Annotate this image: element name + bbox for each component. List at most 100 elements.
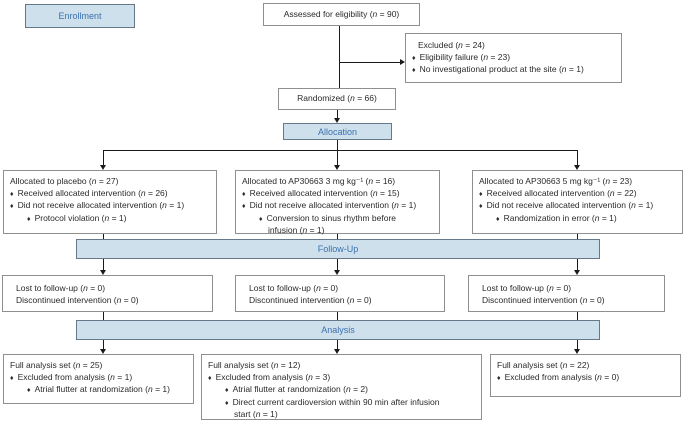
analysis-item: ♦Excluded from analysis (n = 0)	[497, 371, 620, 382]
allocation-label-text: Allocation	[317, 126, 358, 137]
arrow-down-icon	[574, 270, 580, 275]
enrollment-label-text: Enrollment	[58, 11, 102, 21]
assessed-box: Assessed for eligibility (n = 90)	[263, 3, 420, 26]
assessed-text: Assessed for eligibility (n = 90)	[283, 8, 400, 19]
analysis-box-placebo: Full analysis set (n = 25) ♦Excluded fro…	[3, 354, 194, 404]
analysis-subitem: ♦Direct current cardioversion within 90 …	[225, 396, 440, 407]
analysis-box-ap30663-5mg: Full analysis set (n = 22) ♦Excluded fro…	[490, 354, 681, 397]
followup-line: Discontinued intervention (n = 0)	[16, 294, 139, 305]
bullet-icon: ♦	[412, 67, 416, 74]
analysis-stage-band: Analysis	[76, 320, 600, 340]
alloc-title: Allocated to AP30663 3 mg kg⁻¹ (n = 16)	[242, 176, 396, 186]
bullet-icon: ♦	[27, 215, 31, 223]
followup-line: Discontinued intervention (n = 0)	[249, 294, 372, 305]
connector-branch-mid	[337, 150, 338, 165]
followup-stage-band: Follow-Up	[76, 239, 600, 259]
analysis-title: Full analysis set (n = 25)	[10, 360, 103, 370]
connector-branch-left	[103, 150, 104, 165]
bullet-icon: ♦	[496, 215, 500, 223]
alloc-subitem-cont: infusion (n = 1)	[268, 225, 325, 235]
followup-line: Discontinued intervention (n = 0)	[482, 294, 605, 305]
connector-fubox-anband-left	[103, 312, 104, 321]
analysis-label-text: Analysis	[321, 325, 355, 335]
arrow-down-icon	[100, 349, 106, 354]
analysis-subitem: ♦Atrial flutter at randomization (n = 1)	[27, 384, 170, 394]
followup-box-ap30663-3mg: Lost to follow-up (n = 0) Discontinued i…	[235, 275, 445, 312]
bullet-icon: ♦	[27, 387, 31, 394]
followup-line: Lost to follow-up (n = 0)	[482, 283, 572, 293]
connector-fubox-anband-right	[577, 312, 578, 321]
allocation-box-placebo: Allocated to placebo (n = 27) ♦Received …	[3, 170, 217, 234]
arrow-down-icon	[334, 118, 340, 123]
arrow-down-icon	[334, 270, 340, 275]
excluded-box: Excluded (n = 24) ♦Eligibility failure (…	[405, 33, 622, 83]
bullet-icon: ♦	[242, 190, 246, 198]
arrow-down-icon	[100, 165, 106, 170]
connector-fubox-anband-mid	[337, 312, 338, 321]
alloc-subitem: ♦Protocol violation (n = 1)	[27, 212, 127, 223]
alloc-item: ♦Received allocated intervention (n = 15…	[242, 187, 400, 198]
analysis-subitem-cont: start (n = 1)	[234, 409, 278, 419]
followup-box-placebo: Lost to follow-up (n = 0) Discontinued i…	[2, 275, 213, 312]
bullet-icon: ♦	[479, 190, 483, 198]
connector-randomized-allocation	[337, 110, 338, 119]
excluded-item: ♦No investigational product at the site …	[412, 64, 584, 74]
arrow-down-icon	[334, 165, 340, 170]
connector-fuband-fubox-left	[103, 259, 104, 270]
connector-branch-right	[577, 150, 578, 165]
alloc-title: Allocated to AP30663 5 mg kg⁻¹ (n = 23)	[479, 176, 633, 186]
connector-fuband-fubox-right	[577, 259, 578, 270]
bullet-icon: ♦	[242, 203, 246, 210]
bullet-icon: ♦	[497, 374, 501, 382]
randomized-text: Randomized (n = 66)	[297, 93, 377, 104]
followup-line: Lost to follow-up (n = 0)	[249, 283, 339, 293]
bullet-icon: ♦	[225, 387, 229, 394]
followup-box-ap30663-5mg: Lost to follow-up (n = 0) Discontinued i…	[468, 275, 665, 312]
analysis-box-ap30663-3mg: Full analysis set (n = 12) ♦Excluded fro…	[201, 354, 482, 420]
arrow-right-icon	[400, 59, 405, 65]
analysis-item: ♦Excluded from analysis (n = 1)	[10, 371, 133, 382]
arrow-down-icon	[334, 349, 340, 354]
bullet-icon: ♦	[10, 374, 14, 382]
arrow-down-icon	[100, 270, 106, 275]
alloc-item: ♦Received allocated intervention (n = 26…	[10, 187, 168, 198]
arrow-down-icon	[574, 349, 580, 354]
arrow-down-icon	[574, 165, 580, 170]
connector-to-excluded	[339, 62, 400, 63]
followup-label-text: Follow-Up	[317, 244, 359, 254]
alloc-item: ♦Did not receive allocated intervention …	[10, 200, 185, 210]
bullet-icon: ♦	[225, 399, 229, 407]
enrollment-stage-label: Enrollment	[25, 4, 135, 28]
analysis-title: Full analysis set (n = 22)	[497, 360, 590, 370]
allocation-stage-band: Allocation	[283, 123, 392, 140]
alloc-item: ♦Did not receive allocated intervention …	[242, 200, 417, 210]
branch-line	[103, 150, 578, 151]
followup-line: Lost to follow-up (n = 0)	[16, 283, 106, 293]
connector-anband-anbox-left	[103, 340, 104, 349]
connector-alloc-fuband-left	[103, 234, 104, 240]
alloc-item: ♦Received allocated intervention (n = 22…	[479, 187, 637, 198]
connector-alloc-fuband-mid	[337, 234, 338, 240]
allocation-box-ap30663-3mg: Allocated to AP30663 3 mg kg⁻¹ (n = 16) …	[235, 170, 440, 235]
bullet-icon: ♦	[412, 54, 416, 62]
analysis-title: Full analysis set (n = 12)	[208, 360, 301, 370]
alloc-subitem: ♦Randomization in error (n = 1)	[496, 212, 617, 223]
excluded-item: ♦Eligibility failure (n = 23)	[412, 51, 511, 62]
alloc-subitem: ♦Conversion to sinus rhythm before	[259, 212, 397, 223]
excluded-title: Excluded (n = 24)	[418, 40, 485, 50]
connector-allocation-branch	[337, 140, 338, 150]
alloc-item: ♦Did not receive allocated intervention …	[479, 200, 654, 210]
bullet-icon: ♦	[479, 203, 483, 210]
connector-fuband-fubox-mid	[337, 259, 338, 270]
bullet-icon: ♦	[10, 203, 14, 210]
connector-assessed-randomized	[339, 26, 340, 88]
bullet-icon: ♦	[10, 190, 14, 198]
connector-anband-anbox-mid	[337, 340, 338, 349]
connector-anband-anbox-right	[577, 340, 578, 349]
randomized-box: Randomized (n = 66)	[278, 88, 396, 110]
alloc-title: Allocated to placebo (n = 27)	[10, 176, 119, 186]
connector-alloc-fuband-right	[577, 234, 578, 240]
analysis-item: ♦Excluded from analysis (n = 3)	[208, 371, 331, 382]
allocation-box-ap30663-5mg: Allocated to AP30663 5 mg kg⁻¹ (n = 23) …	[472, 170, 683, 234]
